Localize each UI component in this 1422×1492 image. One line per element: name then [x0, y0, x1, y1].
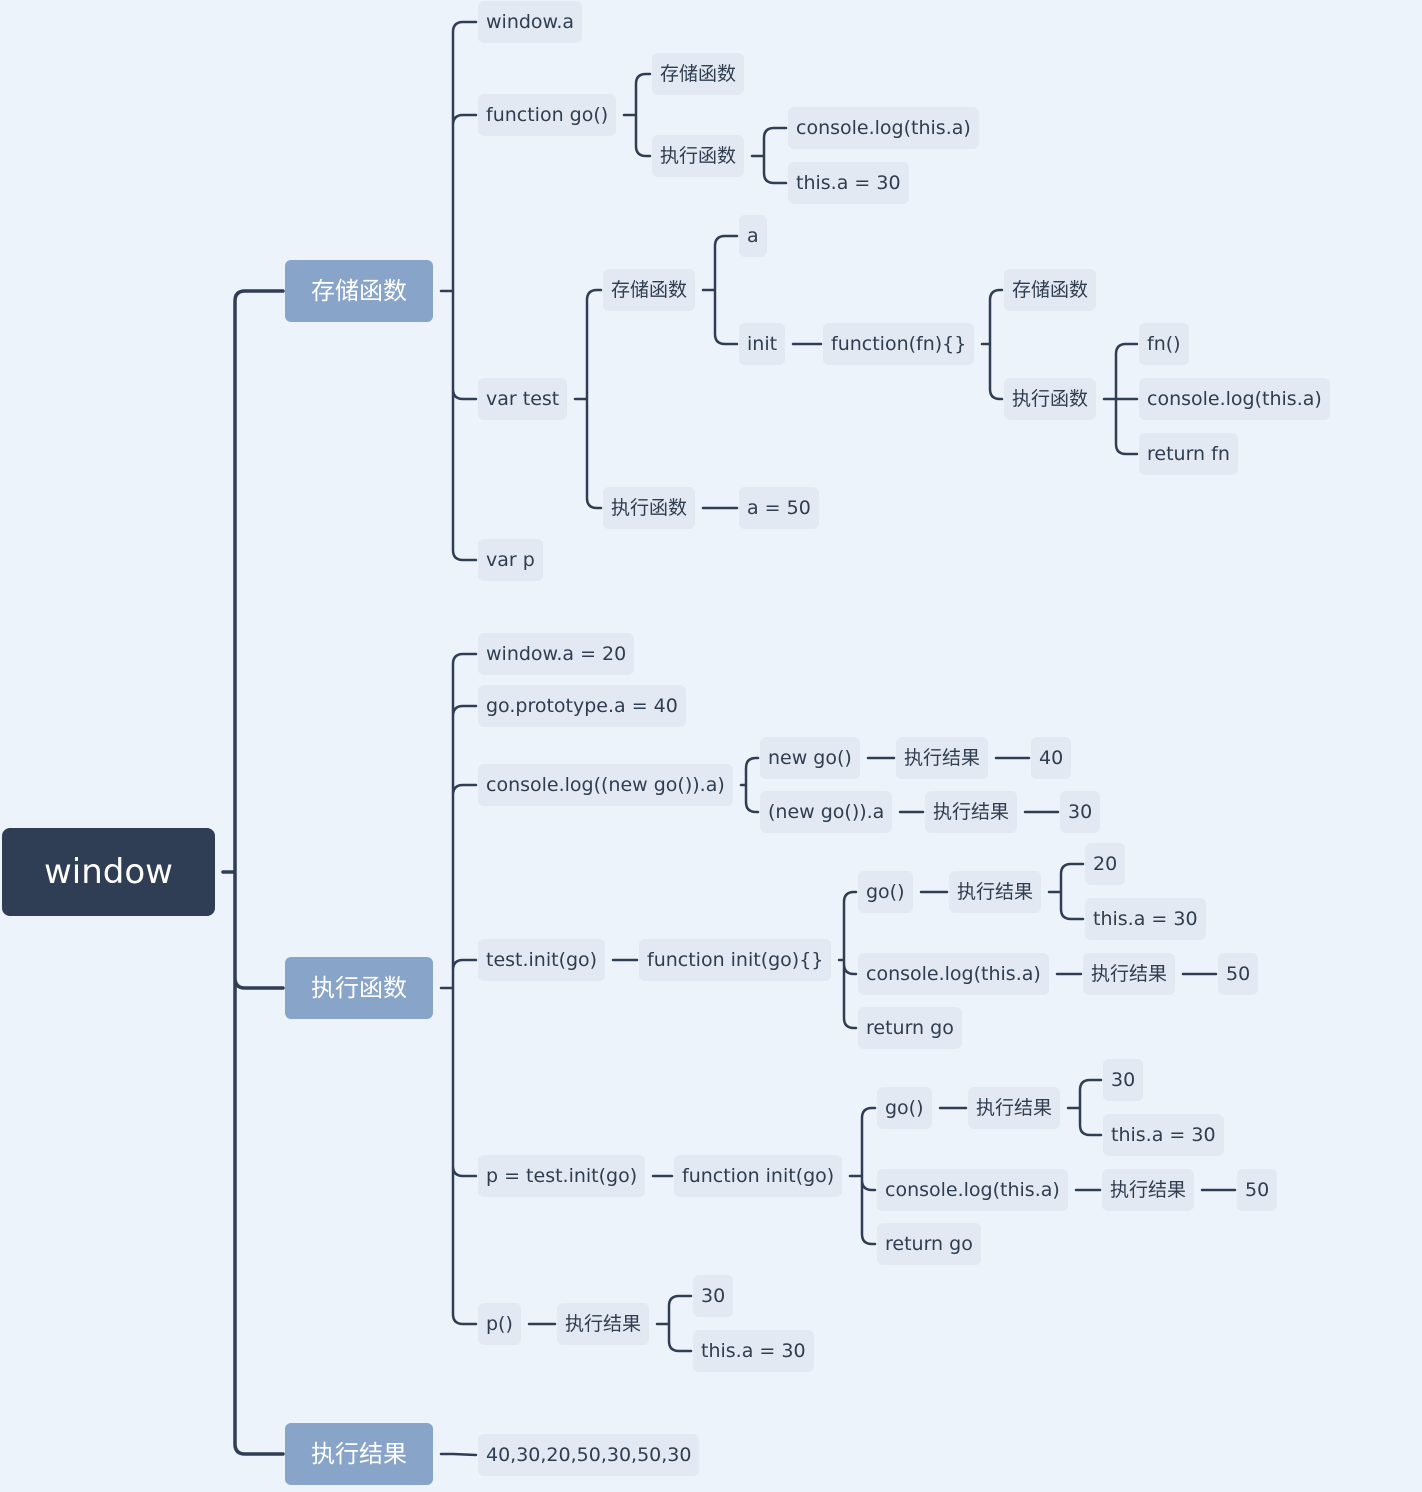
connector-node-p-result	[655, 1294, 693, 1353]
connector-node-test-fn	[980, 288, 1004, 401]
connector-node-go-exec	[750, 126, 788, 185]
connector-node-function-go	[622, 72, 652, 158]
node-p-test-init[interactable]: p = test.init(go)	[478, 1155, 646, 1197]
node-test-assign[interactable]: a = 50	[739, 487, 819, 529]
node-new-go-a-result[interactable]: 执行结果	[925, 791, 1018, 833]
node-window-a[interactable]: window.a	[478, 1, 583, 43]
node-new-go-a-value[interactable]: 30	[1060, 791, 1101, 833]
node-test-exec[interactable]: 执行函数	[603, 487, 696, 529]
node-pinit-return[interactable]: return go	[877, 1223, 981, 1265]
node-go-log[interactable]: console.log(this.a)	[788, 107, 979, 149]
node-pinit-this-a[interactable]: this.a = 30	[1103, 1114, 1224, 1156]
node-fn-store[interactable]: 存储函数	[1004, 269, 1097, 311]
node-window-a-20[interactable]: window.a = 20	[478, 633, 635, 675]
connector-node-init-go-result	[1047, 862, 1085, 921]
node-var-test[interactable]: var test	[478, 378, 568, 420]
node-go-exec[interactable]: 执行函数	[652, 135, 745, 177]
connector-node-pinit-go-result	[1066, 1078, 1103, 1137]
branch-exec-result[interactable]: 执行结果	[285, 1423, 433, 1485]
node-new-go-a[interactable]: (new go()).a	[760, 791, 893, 833]
node-test-a[interactable]: a	[739, 215, 767, 257]
node-go-prototype[interactable]: go.prototype.a = 40	[478, 685, 686, 727]
node-p-this-a[interactable]: this.a = 30	[693, 1330, 814, 1372]
node-p-value-30[interactable]: 30	[693, 1275, 734, 1317]
node-test-fn[interactable]: function(fn){}	[823, 323, 975, 365]
node-pinit-function[interactable]: function init(go)	[674, 1155, 843, 1197]
node-new-go-result[interactable]: 执行结果	[896, 737, 989, 779]
node-var-p[interactable]: var p	[478, 539, 543, 581]
node-init-value-20[interactable]: 20	[1085, 843, 1126, 885]
node-fn-return[interactable]: return fn	[1139, 433, 1238, 475]
node-pinit-go-call[interactable]: go()	[877, 1087, 932, 1129]
connector-node-init-function	[837, 890, 858, 1030]
connector-branch-store-function	[439, 20, 478, 562]
node-pinit-log-result[interactable]: 执行结果	[1102, 1169, 1195, 1211]
connector-node-pinit-function	[848, 1106, 877, 1246]
node-pinit-value-30[interactable]: 30	[1103, 1059, 1144, 1101]
node-test-store[interactable]: 存储函数	[603, 269, 696, 311]
node-test-init-go[interactable]: test.init(go)	[478, 939, 606, 981]
connector-branch-exec-result	[439, 1452, 478, 1457]
node-test-init[interactable]: init	[739, 323, 786, 365]
node-function-go[interactable]: function go()	[478, 94, 617, 136]
connector-node-test-store	[701, 234, 739, 346]
node-pinit-go-result[interactable]: 执行结果	[968, 1087, 1061, 1129]
node-init-log-result[interactable]: 执行结果	[1083, 953, 1176, 995]
node-console-new-go[interactable]: console.log((new go()).a)	[478, 764, 733, 806]
node-init-value-50[interactable]: 50	[1218, 953, 1259, 995]
root-node[interactable]: window	[2, 828, 215, 916]
node-init-go-result[interactable]: 执行结果	[949, 871, 1042, 913]
connector-node-console-new-go	[739, 756, 760, 814]
node-new-go[interactable]: new go()	[760, 737, 860, 779]
node-p-call[interactable]: p()	[478, 1303, 521, 1345]
branch-exec-function[interactable]: 执行函数	[285, 957, 433, 1019]
node-init-return[interactable]: return go	[858, 1007, 962, 1049]
node-init-this-a[interactable]: this.a = 30	[1085, 898, 1206, 940]
node-init-log[interactable]: console.log(this.a)	[858, 953, 1049, 995]
connector-root-node	[221, 289, 285, 1456]
connector-branch-exec-function	[439, 652, 478, 1326]
branch-store-function[interactable]: 存储函数	[285, 260, 433, 322]
connector-node-fn-exec	[1102, 342, 1139, 456]
node-init-function[interactable]: function init(go){}	[639, 939, 832, 981]
node-go-store[interactable]: 存储函数	[652, 53, 745, 95]
connector-node-var-test	[573, 288, 603, 510]
node-init-go-call[interactable]: go()	[858, 871, 913, 913]
node-fn-call[interactable]: fn()	[1139, 323, 1189, 365]
node-p-result[interactable]: 执行结果	[557, 1303, 650, 1345]
node-go-assign[interactable]: this.a = 30	[788, 162, 909, 204]
node-fn-exec[interactable]: 执行函数	[1004, 378, 1097, 420]
node-final-result[interactable]: 40,30,20,50,30,50,30	[478, 1434, 700, 1476]
node-pinit-log[interactable]: console.log(this.a)	[877, 1169, 1068, 1211]
node-pinit-value-50[interactable]: 50	[1237, 1169, 1278, 1211]
node-new-go-value[interactable]: 40	[1031, 737, 1072, 779]
node-fn-log[interactable]: console.log(this.a)	[1139, 378, 1330, 420]
